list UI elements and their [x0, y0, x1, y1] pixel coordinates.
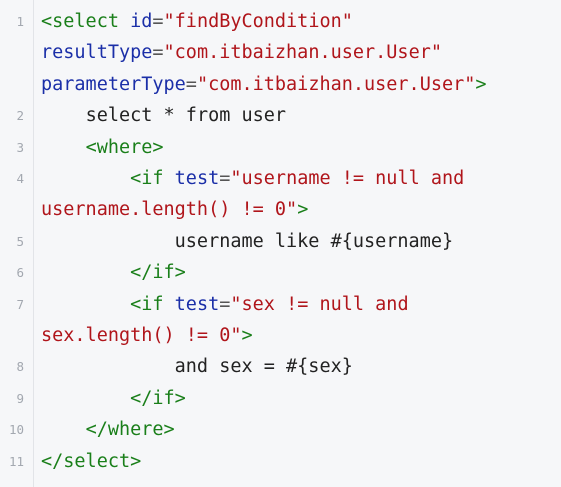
string-literal: "username != null and username.length() …: [41, 168, 465, 221]
code-line: 4 <if test="username != null and usernam…: [0, 163, 561, 226]
equals-sign: =: [152, 42, 164, 64]
xml-tag: <if: [130, 168, 175, 190]
indent: [41, 231, 175, 252]
indent: [41, 262, 130, 283]
line-number: 9: [16, 390, 24, 406]
code-text: and sex = #{sex}: [174, 356, 353, 378]
code-text: username like #{username}: [174, 230, 454, 252]
xml-tag: <if: [130, 293, 175, 315]
indent: [41, 294, 130, 315]
code-line: 10 </where>: [0, 414, 561, 445]
indent: [41, 388, 130, 409]
line-number: 1: [16, 14, 24, 29]
line-content: </select>: [33, 446, 561, 477]
code-line: 7 <if test="sex != null and sex.length()…: [0, 289, 561, 352]
xml-tag: </select>: [41, 450, 142, 472]
code-line: 1<select id="findByCondition" resultType…: [0, 6, 561, 100]
line-number: 3: [16, 139, 24, 155]
code-line: 3 <where>: [0, 132, 561, 163]
line-content: </if>: [33, 257, 561, 288]
code-lines: 1<select id="findByCondition" resultType…: [0, 6, 561, 477]
code-line: 2 select * from user: [0, 100, 561, 131]
code-text: select * from user: [85, 105, 287, 127]
equals-sign: =: [185, 73, 197, 95]
xml-tag: >: [475, 73, 487, 95]
line-number: 5: [16, 233, 24, 249]
code-line: 8 and sex = #{sex}: [0, 351, 561, 382]
xml-attribute: test: [174, 293, 220, 315]
line-number: 6: [16, 265, 24, 281]
xml-attribute: resultType: [41, 42, 153, 64]
line-content: <if test="username != null and username.…: [33, 163, 561, 226]
line-number: 4: [16, 171, 24, 187]
xml-attribute: test: [174, 168, 220, 190]
line-content: username like #{username}: [33, 226, 561, 257]
gutter-divider: [33, 0, 34, 487]
xml-tag: </if>: [130, 262, 186, 284]
line-content: </where>: [33, 414, 561, 445]
line-content: <select id="findByCondition" resultType=…: [33, 6, 561, 100]
line-content: select * from user: [33, 100, 561, 131]
line-number: 10: [8, 422, 24, 438]
line-number: 7: [16, 296, 24, 312]
line-number: 2: [16, 108, 24, 124]
string-literal: "com.itbaizhan.user.User": [163, 42, 442, 64]
line-content: <where>: [33, 132, 561, 163]
xml-tag: >: [297, 199, 309, 221]
line-number: 11: [8, 453, 24, 469]
xml-attribute: id: [130, 11, 153, 32]
line-content: and sex = #{sex}: [33, 351, 561, 382]
string-literal: "com.itbaizhan.user.User": [196, 73, 476, 95]
indent: [41, 419, 86, 440]
xml-tag: >: [241, 325, 253, 347]
string-literal: "findByCondition": [163, 11, 353, 32]
string-literal: "sex != null and sex.length() != 0": [41, 293, 409, 347]
indent: [41, 356, 175, 377]
line-number: 8: [16, 359, 24, 375]
code-line: 9 </if>: [0, 383, 561, 414]
indent: [41, 168, 130, 189]
line-content: </if>: [33, 383, 561, 414]
code-line: 5 username like #{username}: [0, 226, 561, 257]
equals-sign: =: [152, 11, 164, 32]
indent: [41, 105, 86, 126]
equals-sign: =: [219, 168, 231, 190]
code-line: 6 </if>: [0, 257, 561, 288]
xml-attribute: parameterType: [41, 73, 186, 95]
xml-tag: </if>: [130, 387, 186, 409]
line-content: <if test="sex != null and sex.length() !…: [33, 289, 561, 352]
code-line: 11 </select>: [0, 446, 561, 477]
indent: [41, 137, 86, 158]
xml-tag: <select: [41, 11, 131, 32]
xml-tag: <where>: [85, 136, 164, 158]
equals-sign: =: [219, 293, 231, 315]
xml-tag: </where>: [85, 419, 175, 441]
